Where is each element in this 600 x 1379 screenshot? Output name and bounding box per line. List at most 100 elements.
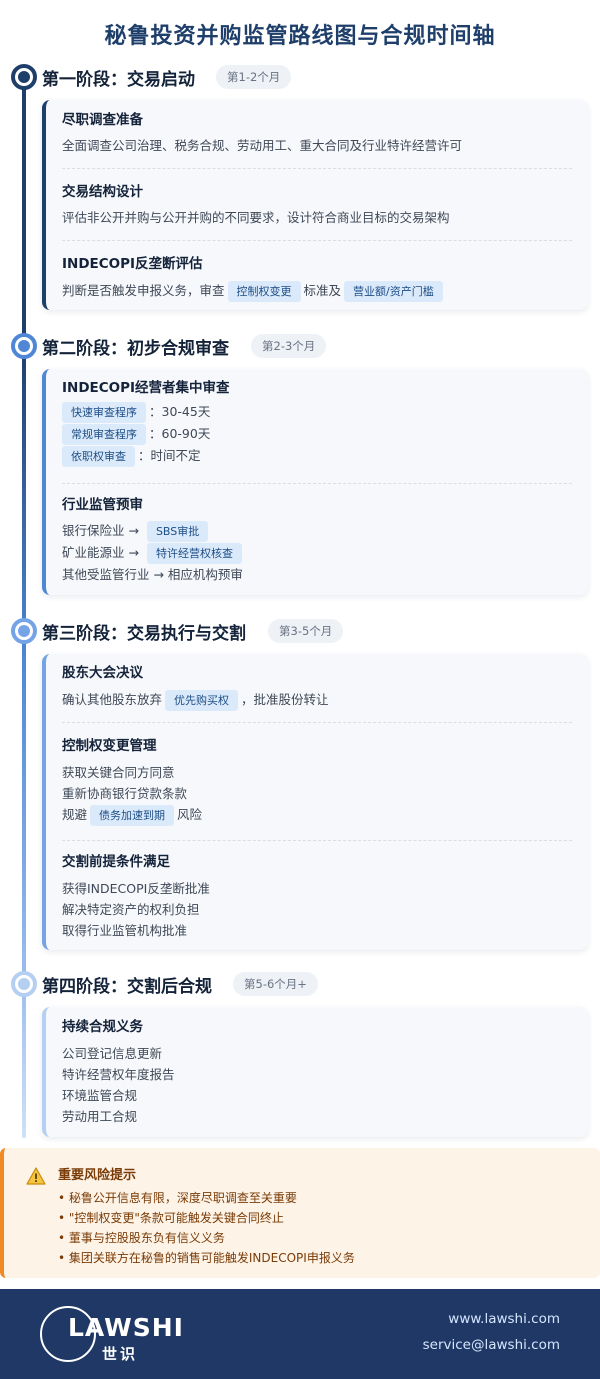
text-part: 风险 xyxy=(177,807,203,822)
stage-4-title: 第四阶段：交割后合规 xyxy=(42,977,212,997)
text-part: ，批准股份转让 xyxy=(241,692,329,707)
risk-item: • 集团关联方在秘鲁的销售可能触发INDECOPI申报义务 xyxy=(58,1251,355,1265)
stage-3-card: 股东大会决议 确认其他股东放弃优先购买权，批准股份转让 控制权变更管理 获取关键… xyxy=(42,654,588,950)
risk-item: • 董事与控股股东负有信义义务 xyxy=(58,1231,225,1245)
tag-thresholds: 营业额/资产门槛 xyxy=(344,281,443,302)
section-closing-conditions: 交割前提条件满足 获得INDECOPI反垄断批准 解决特定资产的权利负担 取得行… xyxy=(62,851,572,941)
section-title: 尽职调查准备 xyxy=(62,112,143,128)
review-row: 常规审查程序：60-90天 xyxy=(62,423,572,445)
list-item: 规避债务加速到期风险 xyxy=(62,804,572,826)
review-duration: ：时间不定 xyxy=(138,448,201,463)
section-ongoing-compliance: 持续合规义务 公司登记信息更新 特许经营权年度报告 环境监管合规 劳动用工合规 xyxy=(62,1016,572,1127)
section-shareholder-resolution: 股东大会决议 确认其他股东放弃优先购买权，批准股份转让 xyxy=(62,662,572,711)
review-row: 依职权审查：时间不定 xyxy=(62,445,572,467)
tag-preemptive-right: 优先购买权 xyxy=(165,690,239,711)
tag-ex-officio: 依职权审查 xyxy=(62,446,135,467)
stage-4-header: 第四阶段：交割后合规 第5-6个月+ xyxy=(0,971,600,1001)
section-title: 行业监管预审 xyxy=(62,497,143,513)
section-text: 评估非公开并购与公开并购的不同要求，设计符合商业目标的交易架构 xyxy=(62,210,450,225)
tag-concession-check: 特许经营权核查 xyxy=(146,543,242,564)
tag-debt-acceleration: 债务加速到期 xyxy=(90,805,175,826)
risk-title: 重要风险提示 xyxy=(58,1168,137,1183)
section-industry-pre-review: 行业监管预审 银行保险业 → SBS审批 矿业能源业 → 特许经营权核查 其他受监管… xyxy=(62,494,572,586)
list-item: 取得行业监管机构批准 xyxy=(62,923,188,938)
stage-4-marker xyxy=(11,971,37,997)
stage-1-marker xyxy=(11,64,37,90)
risk-item: • "控制权变更"条款可能触发关键合同终止 xyxy=(58,1211,284,1225)
review-row: 快速审查程序：30-45天 xyxy=(62,401,572,423)
stage-1-period: 第1-2个月 xyxy=(216,65,292,89)
stage-4-card: 持续合规义务 公司登记信息更新 特许经营权年度报告 环境监管合规 劳动用工合规 xyxy=(42,1007,588,1137)
stage-2-period: 第2-3个月 xyxy=(251,334,327,358)
stage-2-title: 第二阶段：初步合规审查 xyxy=(42,339,229,359)
email-link[interactable]: service@lawshi.com xyxy=(422,1337,560,1353)
risk-list: • 秘鲁公开信息有限，深度尽职调查至关重要 • "控制权变更"条款可能触发关键合… xyxy=(58,1188,355,1268)
logo-circle xyxy=(40,1306,96,1362)
list-item: 环境监管合规 xyxy=(62,1088,138,1103)
logo-subtitle: 世识 xyxy=(102,1345,139,1363)
text-part: 标准及 xyxy=(303,283,342,298)
section-merger-review: INDECOPI经营者集中审查 快速审查程序：30-45天 常规审查程序：60-… xyxy=(62,377,572,467)
section-title: 控制权变更管理 xyxy=(62,738,157,754)
section-title: 股东大会决议 xyxy=(62,665,143,681)
section-title: INDECOPI反垄断评估 xyxy=(62,256,203,272)
section-title: INDECOPI经营者集中审查 xyxy=(62,380,230,396)
section-title: 交割前提条件满足 xyxy=(62,854,170,870)
list-item: 公司登记信息更新 xyxy=(62,1046,163,1061)
stage-3-period: 第3-5个月 xyxy=(268,619,344,643)
list-item: 获取关键合同方同意 xyxy=(62,765,175,780)
text-part: 规避 xyxy=(62,807,88,822)
list-item: 劳动用工合规 xyxy=(62,1109,138,1124)
footer: LAWSHI 世识 www.lawshi.com service@lawshi.… xyxy=(0,1289,600,1379)
website-link[interactable]: www.lawshi.com xyxy=(448,1311,560,1327)
timeline-line xyxy=(22,80,26,1138)
stage-2-marker xyxy=(11,333,37,359)
section-text: 确认其他股东放弃优先购买权，批准股份转让 xyxy=(62,689,572,711)
stage-3-marker xyxy=(11,618,37,644)
section-control-change: 控制权变更管理 获取关键合同方同意 重新协商银行贷款条款 规避债务加速到期风险 xyxy=(62,735,572,826)
section-title: 持续合规义务 xyxy=(62,1019,143,1035)
stage-2-header: 第二阶段：初步合规审查 第2-3个月 xyxy=(0,333,600,363)
divider xyxy=(62,240,572,241)
list-item: 获得INDECOPI反垄断批准 xyxy=(62,881,210,896)
review-duration: ：60-90天 xyxy=(149,426,211,441)
tag-regular: 常规审查程序 xyxy=(62,424,146,445)
divider xyxy=(62,840,572,841)
section-text: 全面调查公司治理、税务合规、劳动用工、重大合同及行业特许经营许可 xyxy=(62,138,463,153)
review-duration: ：30-45天 xyxy=(149,404,211,419)
tag-fast-track: 快速审查程序 xyxy=(62,402,146,423)
stage-1-header: 第一阶段：交易启动 第1-2个月 xyxy=(0,64,600,94)
lawshi-logo: LAWSHI 世识 xyxy=(40,1303,183,1363)
text-part: 确认其他股东放弃 xyxy=(62,692,163,707)
section-title: 交易结构设计 xyxy=(62,184,143,200)
stage-3-title: 第三阶段：交易执行与交割 xyxy=(42,624,246,644)
risk-item: • 秘鲁公开信息有限，深度尽职调查至关重要 xyxy=(58,1191,297,1205)
stage-1-card: 尽职调查准备 全面调查公司治理、税务合规、劳动用工、重大合同及行业特许经营许可 … xyxy=(42,100,588,310)
logo-text: LAWSHI xyxy=(68,1313,184,1342)
list-item: 重新协商银行贷款条款 xyxy=(62,786,188,801)
industry-row: 矿业能源业 → 特许经营权核查 xyxy=(62,542,572,564)
stage-3-header: 第三阶段：交易执行与交割 第3-5个月 xyxy=(0,618,600,648)
stage-4-period: 第5-6个月+ xyxy=(233,972,318,996)
section-due-diligence: 尽职调查准备 全面调查公司治理、税务合规、劳动用工、重大合同及行业特许经营许可 xyxy=(62,109,572,156)
industry-row: 其他受监管行业 → 相应机构预审 xyxy=(62,567,243,582)
text-part: 判断是否触发申报义务，审查 xyxy=(62,283,225,298)
divider xyxy=(62,722,572,723)
section-text: 判断是否触发申报义务，审查控制权变更标准及营业额/资产门槛 xyxy=(62,280,572,302)
page-title: 秘鲁投资并购监管路线图与合规时间轴 xyxy=(104,24,496,49)
risk-warning-box: 重要风险提示 • 秘鲁公开信息有限，深度尽职调查至关重要 • "控制权变更"条款… xyxy=(0,1148,600,1278)
tag-control-change: 控制权变更 xyxy=(227,281,301,302)
stage-1-title: 第一阶段：交易启动 xyxy=(42,70,195,90)
warning-icon xyxy=(26,1167,46,1185)
list-item: 特许经营权年度报告 xyxy=(62,1067,175,1082)
section-deal-structure: 交易结构设计 评估非公开并购与公开并购的不同要求，设计符合商业目标的交易架构 xyxy=(62,181,572,228)
industry-text: 矿业能源业 → xyxy=(62,545,139,560)
industry-text: 银行保险业 → xyxy=(62,523,139,538)
list-item: 解决特定资产的权利负担 xyxy=(62,902,200,917)
divider xyxy=(62,483,572,484)
stage-2-card: INDECOPI经营者集中审查 快速审查程序：30-45天 常规审查程序：60-… xyxy=(42,369,588,595)
divider xyxy=(62,168,572,169)
tag-sbs: SBS审批 xyxy=(146,521,209,542)
industry-row: 银行保险业 → SBS审批 xyxy=(62,520,572,542)
section-antitrust-assessment: INDECOPI反垄断评估 判断是否触发申报义务，审查控制权变更标准及营业额/资… xyxy=(62,253,572,302)
